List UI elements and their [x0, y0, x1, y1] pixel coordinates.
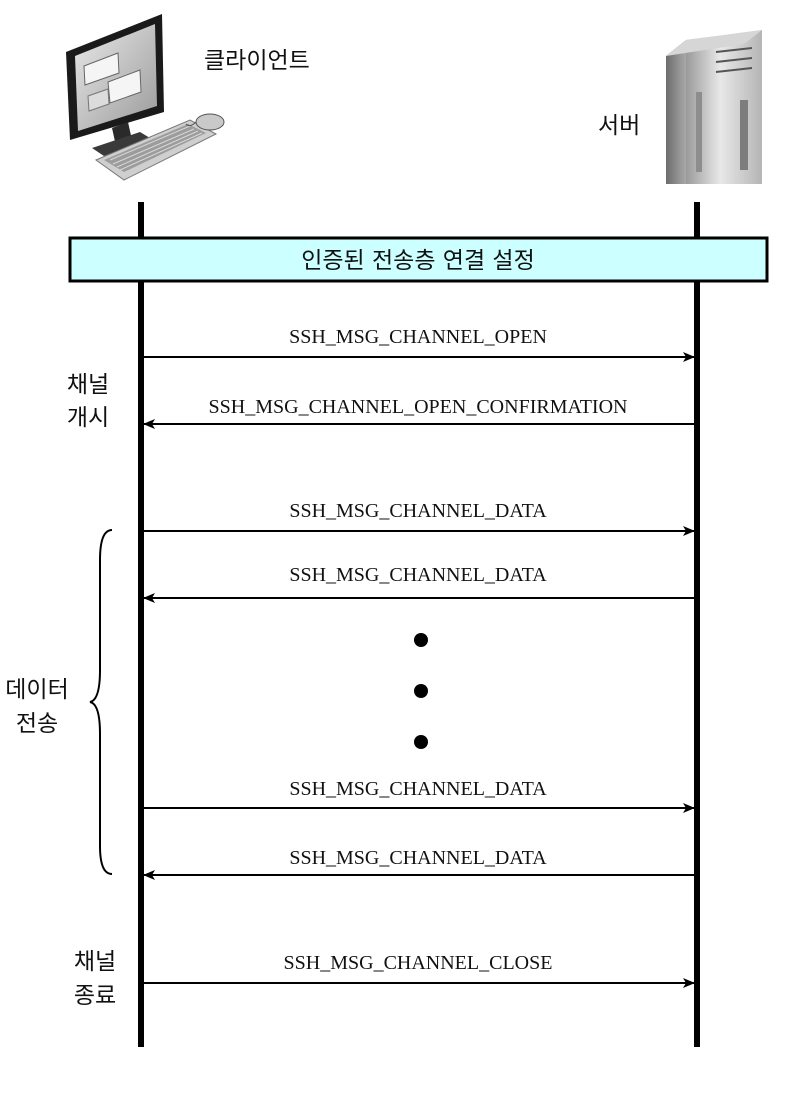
message-label: SSH_MSG_CHANNEL_DATA	[289, 500, 547, 522]
phase-open-line-2: 개시	[67, 405, 109, 431]
continuation-dot	[414, 735, 428, 749]
phase-close-line-1: 채널	[74, 949, 116, 975]
tower-server-icon	[666, 30, 762, 184]
phase-open-label: 채널 개시	[67, 372, 109, 431]
message-list: SSH_MSG_CHANNEL_OPEN SSH_MSG_CHANNEL_OPEN…	[143, 326, 695, 988]
message-label: SSH_MSG_CHANNEL_DATA	[289, 778, 547, 800]
message-label: SSH_MSG_CHANNEL_DATA	[289, 564, 547, 586]
phase-close-line-2: 종료	[74, 983, 116, 1009]
phase-transfer-line-1: 데이터	[5, 677, 68, 703]
continuation-dot	[414, 684, 428, 698]
continuation-dot	[414, 633, 428, 647]
phase-transfer-line-2: 전송	[16, 711, 58, 737]
transport-setup-band: 인증된 전송층 연결 설정	[68, 236, 769, 283]
data-transfer-brace	[89, 529, 113, 875]
message-label: SSH_MSG_CHANNEL_DATA	[289, 847, 547, 869]
setup-band-label: 인증된 전송층 연결 설정	[301, 248, 535, 274]
phase-close-label: 채널 종료	[74, 949, 116, 1009]
message-label: SSH_MSG_CHANNEL_OPEN_CONFIRMATION	[209, 396, 628, 418]
server-label: 서버	[598, 113, 640, 139]
phase-transfer-label: 데이터 전송	[5, 677, 68, 737]
desktop-computer-icon	[66, 14, 225, 181]
message-label: SSH_MSG_CHANNEL_OPEN	[289, 326, 547, 348]
message-label: SSH_MSG_CHANNEL_CLOSE	[284, 952, 553, 974]
phase-open-line-1: 채널	[67, 372, 109, 398]
client-label: 클라이언트	[204, 48, 310, 74]
